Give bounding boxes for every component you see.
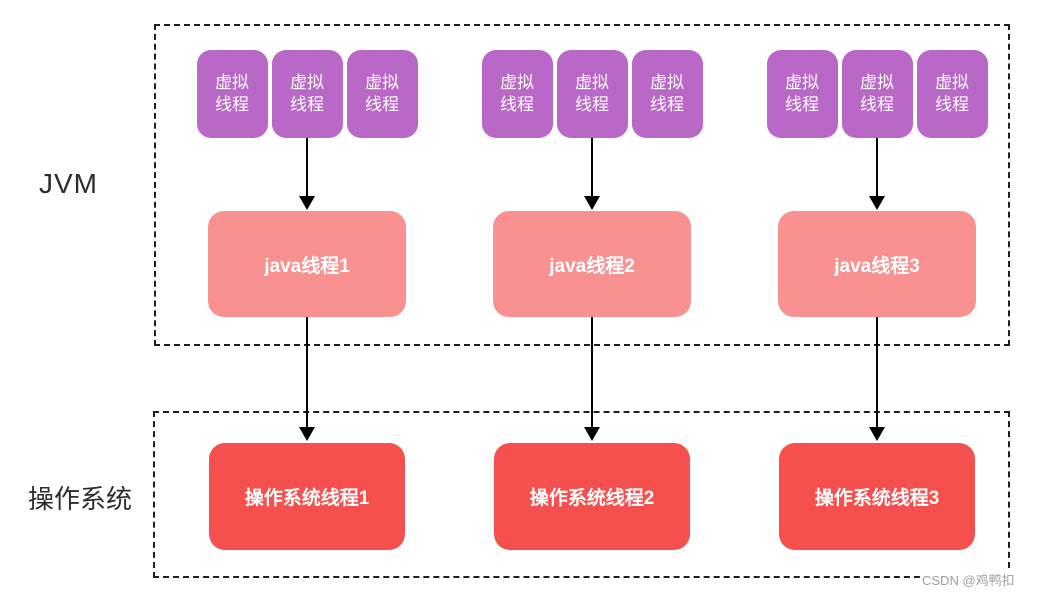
thread-column-2: 虚拟 线程 虚拟 线程 虚拟 线程 java线程2 操作系统线程2 — [481, 0, 703, 595]
virtual-thread-label-line2: 线程 — [365, 95, 399, 114]
arrow-head — [869, 196, 885, 210]
virtual-thread-label-line2: 线程 — [650, 95, 684, 114]
os-thread-box: 操作系统线程1 — [209, 443, 405, 550]
virtual-thread-label-line2: 线程 — [215, 95, 249, 114]
os-thread-box: 操作系统线程2 — [494, 443, 690, 550]
java-thread-box: java线程2 — [493, 211, 691, 317]
os-thread-label: 操作系统线程1 — [244, 488, 370, 509]
virtual-thread-label-line2: 线程 — [290, 95, 324, 114]
arrow-down-icon — [868, 317, 886, 441]
watermark: CSDN @鸡鸭扣 — [920, 570, 1017, 589]
virtual-thread-label-line2: 线程 — [860, 95, 894, 114]
virtual-thread-group: 虚拟 线程 虚拟 线程 虚拟 线程 — [481, 50, 703, 138]
arrow-head — [299, 427, 315, 441]
jvm-region-label: JVM — [39, 168, 98, 199]
os-region-frame — [153, 411, 1010, 578]
arrow-head — [869, 427, 885, 441]
os-region-label: 操作系统 — [28, 484, 133, 514]
java-thread-box: java线程1 — [208, 211, 406, 317]
os-thread-label: 操作系统线程3 — [814, 488, 940, 509]
virtual-thread-label-line1: 虚拟 — [935, 73, 969, 92]
arrow-shaft — [306, 138, 308, 196]
virtual-thread-label-line1: 虚拟 — [215, 73, 249, 92]
arrow-shaft — [876, 317, 878, 427]
arrow-head — [584, 427, 600, 441]
virtual-thread-label-line1: 虚拟 — [290, 73, 324, 92]
arrow-down-icon — [583, 138, 601, 210]
virtual-thread-group: 虚拟 线程 虚拟 线程 虚拟 线程 — [196, 50, 418, 138]
arrow-down-icon — [298, 138, 316, 210]
virtual-thread-box: 虚拟 线程 — [631, 50, 703, 138]
os-thread-label: 操作系统线程2 — [529, 488, 655, 509]
virtual-thread-box: 虚拟 线程 — [481, 50, 553, 138]
arrow-shaft — [591, 138, 593, 196]
java-thread-label: java线程3 — [834, 255, 920, 277]
java-thread-label: java线程2 — [549, 255, 635, 277]
virtual-thread-label-line1: 虚拟 — [785, 73, 819, 92]
thread-column-3: 虚拟 线程 虚拟 线程 虚拟 线程 java线程3 操作系统线程3 — [766, 0, 988, 595]
java-thread-label: java线程1 — [264, 255, 350, 277]
thread-column-1: 虚拟 线程 虚拟 线程 虚拟 线程 java线程1 操作系统线程1 — [196, 0, 418, 595]
virtual-thread-box: 虚拟 线程 — [196, 50, 268, 138]
jvm-region-frame — [154, 24, 1010, 346]
virtual-thread-box: 虚拟 线程 — [841, 50, 913, 138]
arrow-down-icon — [583, 317, 601, 441]
arrow-shaft — [591, 317, 593, 427]
virtual-thread-label-line2: 线程 — [575, 95, 609, 114]
virtual-thread-group: 虚拟 线程 虚拟 线程 虚拟 线程 — [766, 50, 988, 138]
java-thread-box: java线程3 — [778, 211, 976, 317]
arrow-down-icon — [298, 317, 316, 441]
virtual-thread-label-line2: 线程 — [500, 95, 534, 114]
virtual-thread-box: 虚拟 线程 — [346, 50, 418, 138]
virtual-thread-box: 虚拟 线程 — [916, 50, 988, 138]
virtual-thread-label-line1: 虚拟 — [575, 73, 609, 92]
virtual-thread-label-line1: 虚拟 — [860, 73, 894, 92]
arrow-head — [299, 196, 315, 210]
virtual-thread-box: 虚拟 线程 — [556, 50, 628, 138]
virtual-thread-label-line2: 线程 — [785, 95, 819, 114]
arrow-down-icon — [868, 138, 886, 210]
virtual-thread-label-line1: 虚拟 — [650, 73, 684, 92]
virtual-thread-label-line1: 虚拟 — [365, 73, 399, 92]
virtual-thread-box: 虚拟 线程 — [271, 50, 343, 138]
virtual-thread-box: 虚拟 线程 — [766, 50, 838, 138]
os-thread-box: 操作系统线程3 — [779, 443, 975, 550]
arrow-shaft — [876, 138, 878, 196]
virtual-thread-label-line2: 线程 — [935, 95, 969, 114]
virtual-thread-label-line1: 虚拟 — [500, 73, 534, 92]
arrow-head — [584, 196, 600, 210]
arrow-shaft — [306, 317, 308, 427]
